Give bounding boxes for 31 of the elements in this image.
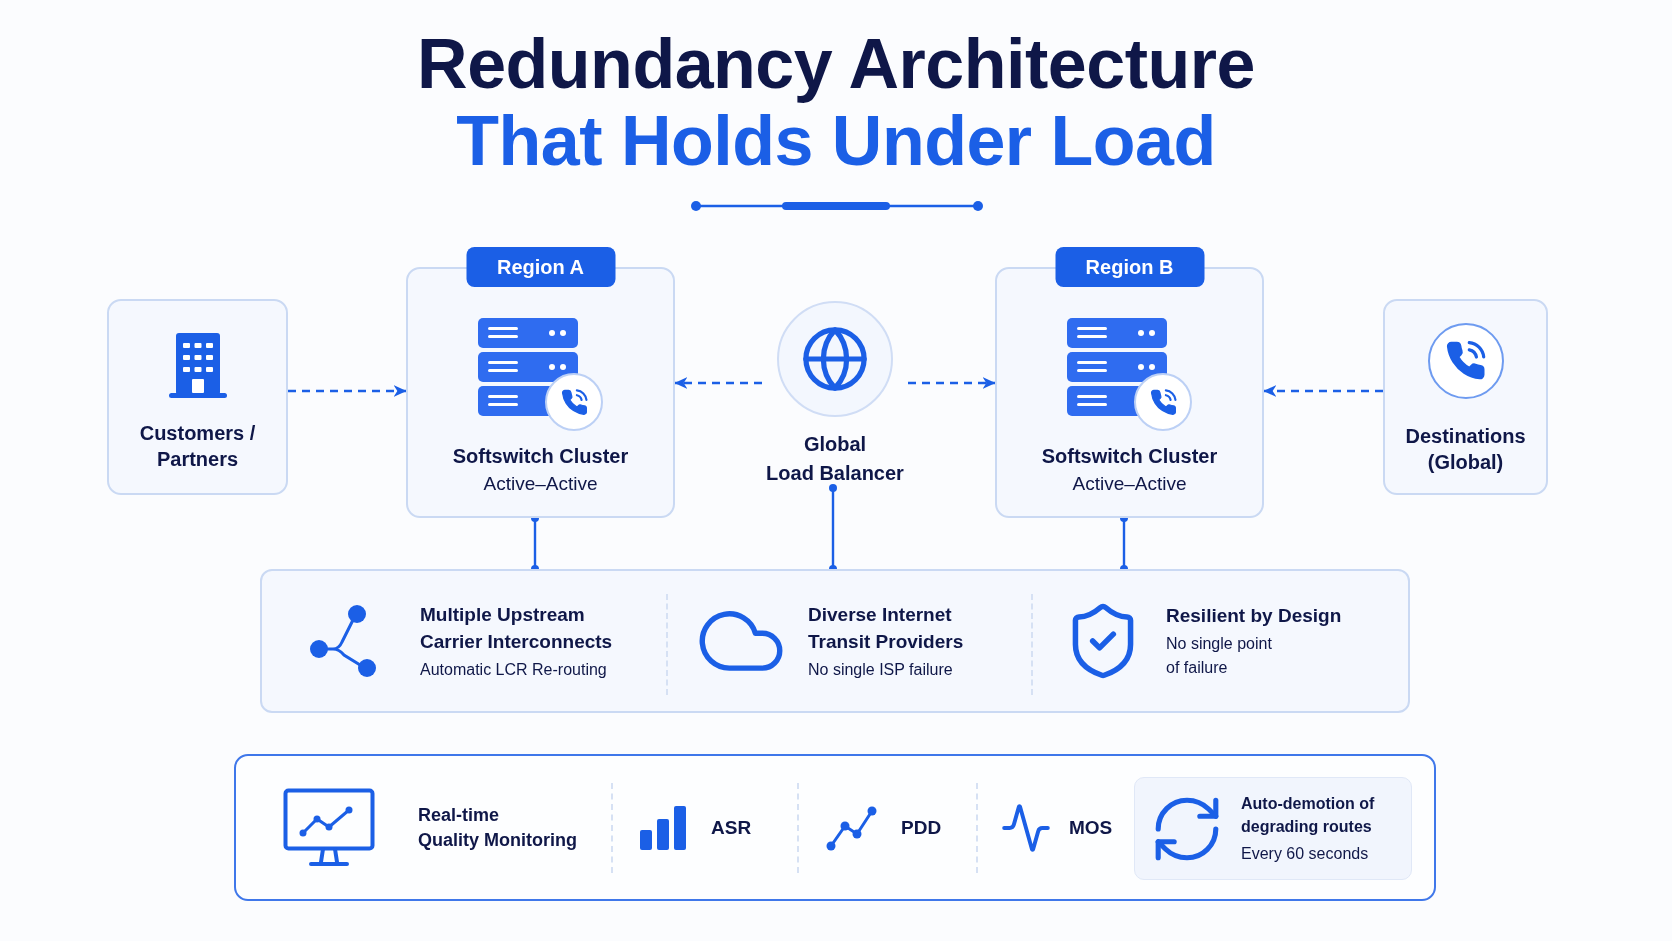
- feature-title: Diverse Internet Transit Providers: [808, 602, 964, 654]
- region-tab: Region B: [1055, 247, 1204, 287]
- cluster-subtitle: Active–Active: [483, 472, 598, 496]
- feature-title: Multiple Upstream Carrier Interconnects: [420, 602, 613, 654]
- dashed-arrow: [908, 377, 996, 389]
- dashed-arrow: [1263, 385, 1383, 397]
- metric-label: ASR: [711, 816, 752, 840]
- auto-demotion-card: [1134, 777, 1412, 880]
- monitoring-panel: [234, 754, 1436, 901]
- title: Redundancy Architecture That Holds Under Load: [417, 26, 1255, 180]
- cluster-title: Softswitch Cluster: [452, 444, 629, 469]
- feature-band: [260, 569, 1410, 713]
- feature-subtitle: No single point of failure: [1166, 634, 1272, 678]
- metric-label: PDD: [901, 816, 942, 840]
- region-tab: Region A: [466, 247, 615, 287]
- dashed-arrow: [674, 377, 762, 389]
- metric-label: MOS: [1069, 816, 1113, 840]
- card-subtitle: Every 60 seconds: [1241, 844, 1369, 864]
- balancer-label: Global Load Balancer: [766, 432, 904, 486]
- feature-title: Resilient by Design: [1166, 604, 1342, 628]
- card-label: Customers / Partners: [139, 421, 256, 472]
- panel-title: Real-time Quality Monitoring: [418, 803, 577, 852]
- dashed-arrow: [288, 385, 407, 397]
- cluster-title: Softswitch Cluster: [1041, 444, 1218, 469]
- entity-card: [1383, 299, 1548, 495]
- entity-card: [107, 299, 288, 495]
- feature-subtitle: Automatic LCR Re-routing: [420, 659, 607, 680]
- card-title: Auto-demotion of degrading routes: [1241, 794, 1375, 837]
- feature-subtitle: No single ISP failure: [808, 659, 953, 680]
- card-label: Destinations (Global): [1405, 424, 1526, 475]
- cluster-subtitle: Active–Active: [1072, 472, 1187, 496]
